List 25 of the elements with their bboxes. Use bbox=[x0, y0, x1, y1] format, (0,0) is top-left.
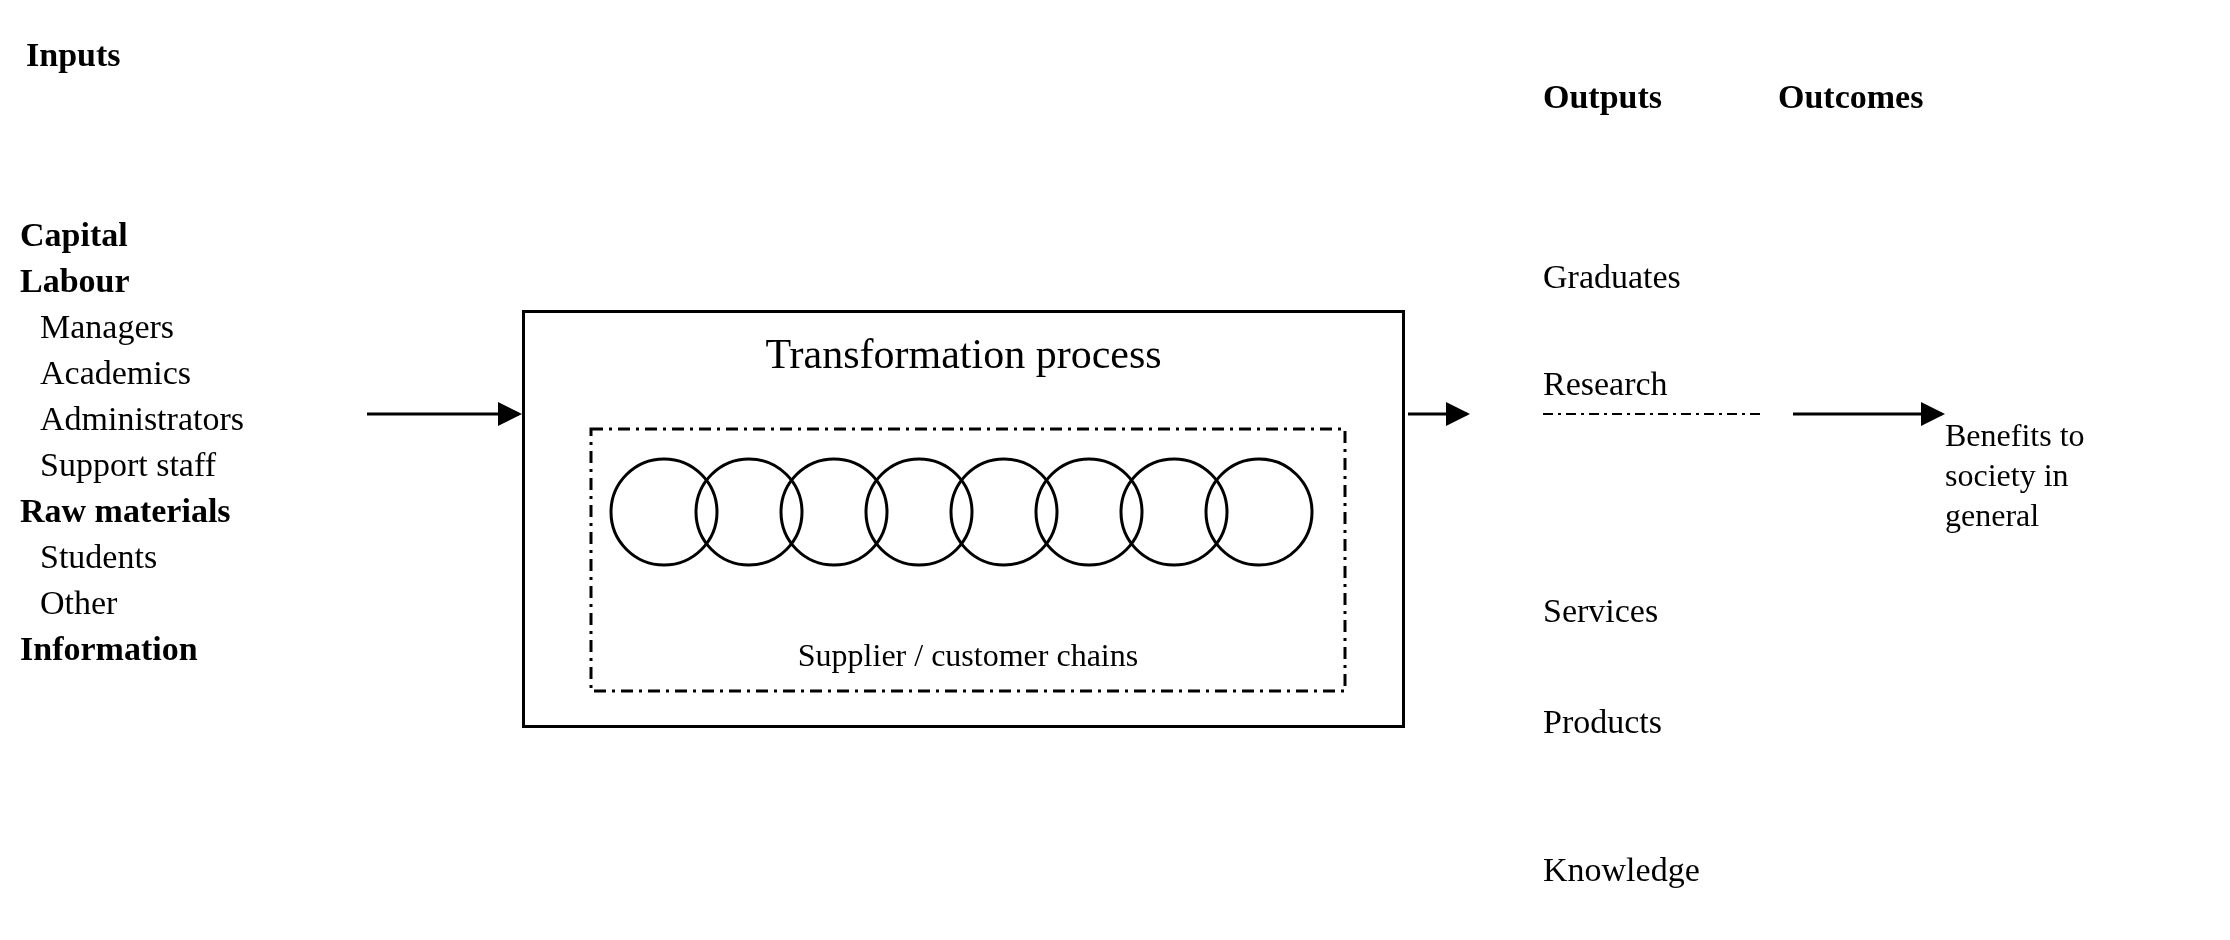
arrow bbox=[1793, 402, 1945, 426]
process-title: Transformation process bbox=[764, 333, 1163, 375]
input-item: Support staff bbox=[39, 445, 216, 485]
output-item: Graduates bbox=[1543, 260, 1681, 294]
output-item: Products bbox=[1543, 705, 1662, 739]
input-item: Labour bbox=[20, 261, 130, 301]
output-item: Services bbox=[1543, 594, 1659, 628]
output-item: Knowledge bbox=[1543, 853, 1700, 887]
outcome-text: Benefits to society in general bbox=[1945, 416, 2086, 535]
column-heading: Outcomes bbox=[1778, 80, 1924, 114]
arrow bbox=[367, 402, 522, 426]
input-item: Academics bbox=[39, 353, 192, 393]
column-heading: Outputs bbox=[1543, 80, 1663, 114]
output-item: Research bbox=[1543, 367, 1668, 401]
input-item: Information bbox=[20, 629, 198, 669]
arrow bbox=[1408, 402, 1470, 426]
input-item: Managers bbox=[39, 307, 175, 347]
input-item: Capital bbox=[20, 215, 128, 255]
column-heading: Inputs bbox=[26, 38, 121, 72]
chain-caption: Supplier / customer chains bbox=[796, 639, 1140, 671]
input-item: Students bbox=[39, 537, 158, 577]
input-item: Raw materials bbox=[20, 491, 231, 531]
input-item: Administrators bbox=[39, 399, 244, 439]
process-box bbox=[522, 310, 1405, 728]
input-item: Other bbox=[39, 583, 118, 623]
